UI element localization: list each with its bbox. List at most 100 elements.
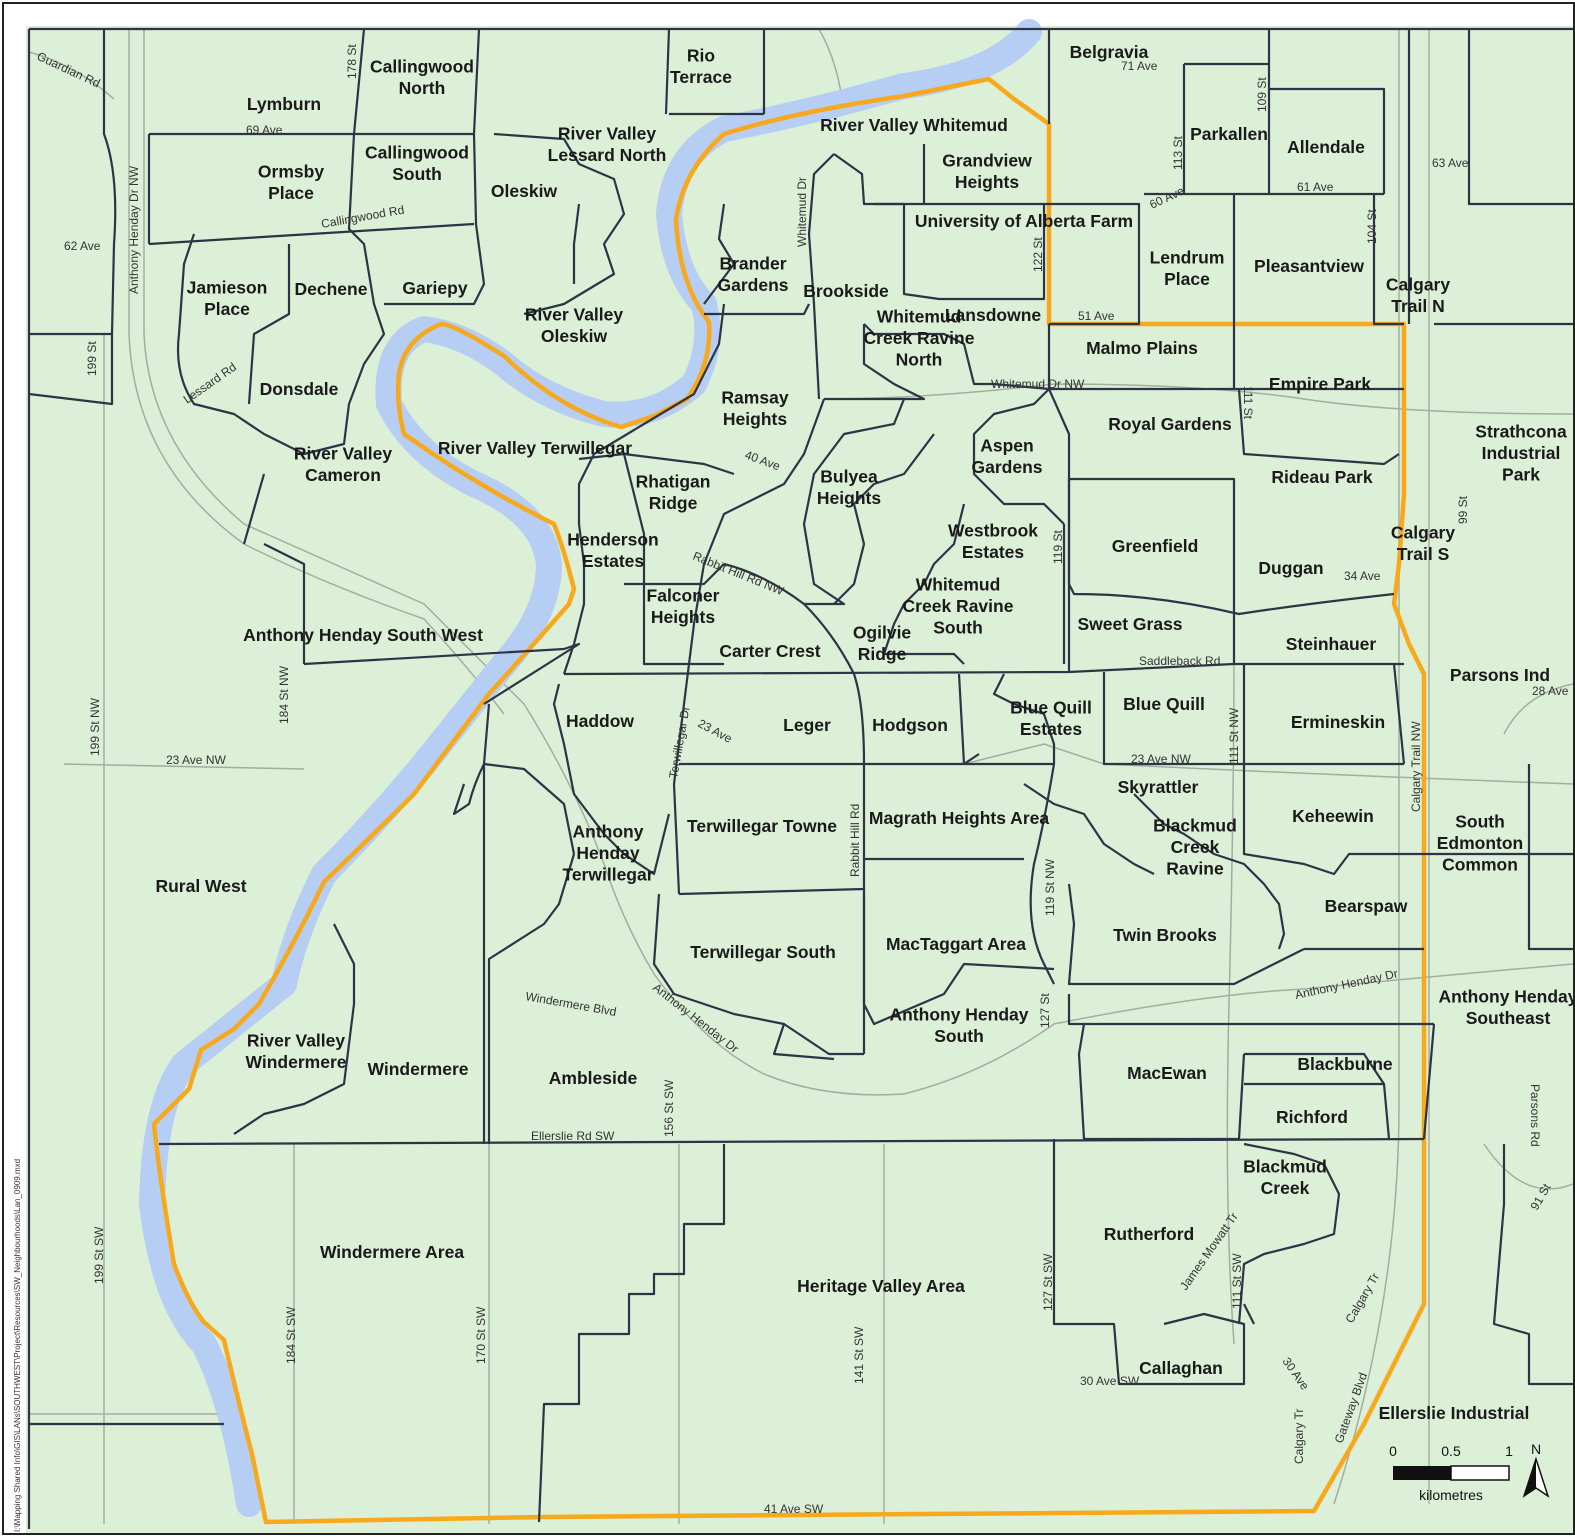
road-label-127-st-sw: 127 St SW bbox=[1041, 1253, 1055, 1311]
neighbourhood-label-line: Skyrattler bbox=[1118, 777, 1199, 797]
neighbourhood-label-line: Lendrum bbox=[1150, 247, 1225, 267]
neighbourhood-label-line: Donsdale bbox=[260, 379, 339, 399]
neighbourhood-label-line: Royal Gardens bbox=[1108, 414, 1232, 434]
neighbourhood-label-line: Ridge bbox=[649, 493, 698, 513]
neighbourhood-label-line: Windermere Area bbox=[320, 1242, 464, 1262]
road-label-51-ave: 51 Ave bbox=[1078, 309, 1115, 323]
neighbourhood-label-terwillegar-south: Terwillegar South bbox=[690, 942, 836, 962]
neighbourhood-label-line: Strathcona bbox=[1475, 422, 1567, 442]
neighbourhood-label-line: Estates bbox=[962, 542, 1025, 562]
neighbourhood-label-line: Blackburne bbox=[1297, 1054, 1393, 1074]
neighbourhood-label-line: Terwillegar bbox=[562, 865, 653, 885]
neighbourhood-label-line: Parkallen bbox=[1190, 124, 1268, 144]
road-label-30-ave-sw: 30 Ave SW bbox=[1080, 1374, 1140, 1388]
scale-tick-1: 1 bbox=[1505, 1443, 1513, 1459]
neighbourhood-label-line: Haddow bbox=[566, 711, 634, 731]
neighbourhood-label-lymburn: Lymburn bbox=[247, 94, 321, 114]
neighbourhood-label-line: Dechene bbox=[295, 279, 368, 299]
road-label-rabbit-hill-rd: Rabbit Hill Rd bbox=[848, 804, 862, 877]
neighbourhood-label-rutherford: Rutherford bbox=[1104, 1224, 1194, 1244]
neighbourhood-label-ermineskin: Ermineskin bbox=[1291, 712, 1385, 732]
north-saskatchewan-river bbox=[139, 19, 1042, 1517]
neighbourhood-label-parkallen: Parkallen bbox=[1190, 124, 1268, 144]
neighbourhood-label-river-valley-whitemud: River Valley Whitemud bbox=[820, 115, 1008, 135]
neighbourhood-label-windermere-area: Windermere Area bbox=[320, 1242, 464, 1262]
scale-bar-dark-segment bbox=[1393, 1466, 1451, 1480]
road-label-111-st-nw: 111 St NW bbox=[1227, 707, 1241, 764]
neighbourhood-label-haddow: Haddow bbox=[566, 711, 634, 731]
neighbourhood-label-line: River Valley Whitemud bbox=[820, 115, 1008, 135]
neighbourhood-label-line: Lessard North bbox=[548, 145, 667, 165]
scale-unit: kilometres bbox=[1419, 1487, 1483, 1503]
road-label-122-st: 122 St bbox=[1031, 237, 1045, 272]
road-label-61-ave: 61 Ave bbox=[1297, 180, 1334, 194]
neighbourhood-label-line: Rideau Park bbox=[1271, 467, 1372, 487]
neighbourhood-label-parsons-ind: Parsons Ind bbox=[1450, 665, 1550, 685]
neighbourhood-label-gariepy: Gariepy bbox=[402, 278, 467, 298]
road-label-119-st: 119 St bbox=[1051, 530, 1065, 564]
neighbourhood-label-line: Place bbox=[268, 183, 314, 203]
neighbourhood-label-line: Ravine bbox=[1166, 859, 1224, 879]
neighbourhood-label-line: Terwillegar Towne bbox=[687, 816, 837, 836]
neighbourhood-label-line: Ridge bbox=[858, 644, 907, 664]
neighbourhood-label-duggan: Duggan bbox=[1258, 558, 1323, 578]
neighbourhood-label-line: Heritage Valley Area bbox=[797, 1276, 965, 1296]
neighbourhood-label-line: Blue Quill bbox=[1010, 697, 1092, 717]
neighbourhood-label-line: South bbox=[1455, 812, 1505, 832]
road-label-calgary-tr-s: Calgary Tr bbox=[1292, 1409, 1306, 1464]
neighbourhood-label-line: Greenfield bbox=[1112, 536, 1199, 556]
minor-roads bbox=[28, 28, 1573, 1524]
neighbourhood-label-line: Gardens bbox=[972, 457, 1043, 477]
neighbourhood-label-line: Lymburn bbox=[247, 94, 321, 114]
neighbourhood-label-line: South bbox=[933, 618, 983, 638]
neighbourhood-label-line: North bbox=[399, 78, 446, 98]
neighbourhood-label-twin-brooks: Twin Brooks bbox=[1113, 925, 1217, 945]
neighbourhood-label-bearspaw: Bearspaw bbox=[1325, 896, 1408, 916]
neighbourhood-label-line: Oleskiw bbox=[541, 326, 608, 346]
neighbourhood-label-line: Place bbox=[204, 299, 250, 319]
neighbourhood-label-university-of-alberta-farm: University of Alberta Farm bbox=[915, 211, 1133, 231]
neighbourhood-label-rural-west: Rural West bbox=[155, 876, 246, 896]
neighbourhood-label-line: Aspen bbox=[980, 435, 1033, 455]
neighbourhood-label-line: Ermineskin bbox=[1291, 712, 1385, 732]
road-label-156-st-sw: 156 St SW bbox=[662, 1079, 676, 1137]
neighbourhood-label-line: Pleasantview bbox=[1254, 256, 1364, 276]
road-label-199-st-sw: 199 St SW bbox=[92, 1226, 106, 1284]
neighbourhood-label-pleasantview: Pleasantview bbox=[1254, 256, 1364, 276]
neighbourhood-label-hodgson: Hodgson bbox=[872, 715, 948, 735]
neighbourhood-label-line: Richford bbox=[1276, 1107, 1348, 1127]
road-label-178-st: 178 St bbox=[345, 44, 359, 79]
neighbourhood-label-line: Falconer bbox=[647, 585, 720, 605]
neighbourhood-label-line: Anthony Henday bbox=[889, 1004, 1028, 1024]
neighbourhood-label-line: Bearspaw bbox=[1325, 896, 1408, 916]
neighbourhood-label-line: Henderson bbox=[567, 529, 658, 549]
neighbourhood-label-mactaggart-area: MacTaggart Area bbox=[886, 934, 1026, 954]
neighbourhood-label-line: Duggan bbox=[1258, 558, 1323, 578]
neighbourhood-label-line: Whitemud bbox=[877, 307, 962, 327]
scale-tick-0: 0 bbox=[1389, 1443, 1397, 1459]
neighbourhood-label-ellerslie-industrial: Ellerslie Industrial bbox=[1379, 1403, 1530, 1423]
neighbourhood-label-line: Calgary bbox=[1391, 522, 1455, 542]
neighbourhood-label-royal-gardens: Royal Gardens bbox=[1108, 414, 1232, 434]
neighbourhood-label-line: Estates bbox=[1020, 719, 1083, 739]
neighbourhood-label-line: Creek bbox=[1261, 1178, 1310, 1198]
road-label-127-st: 127 St bbox=[1038, 993, 1052, 1028]
neighbourhood-label-line: North bbox=[896, 350, 943, 370]
neighbourhood-label-line: Parsons Ind bbox=[1450, 665, 1550, 685]
road-label-saddleback-rd: Saddleback Rd bbox=[1139, 654, 1220, 668]
neighbourhood-label-sweet-grass: Sweet Grass bbox=[1077, 614, 1182, 634]
neighbourhood-label-line: Grandview bbox=[942, 150, 1032, 170]
neighbourhood-label-dechene: Dechene bbox=[295, 279, 368, 299]
